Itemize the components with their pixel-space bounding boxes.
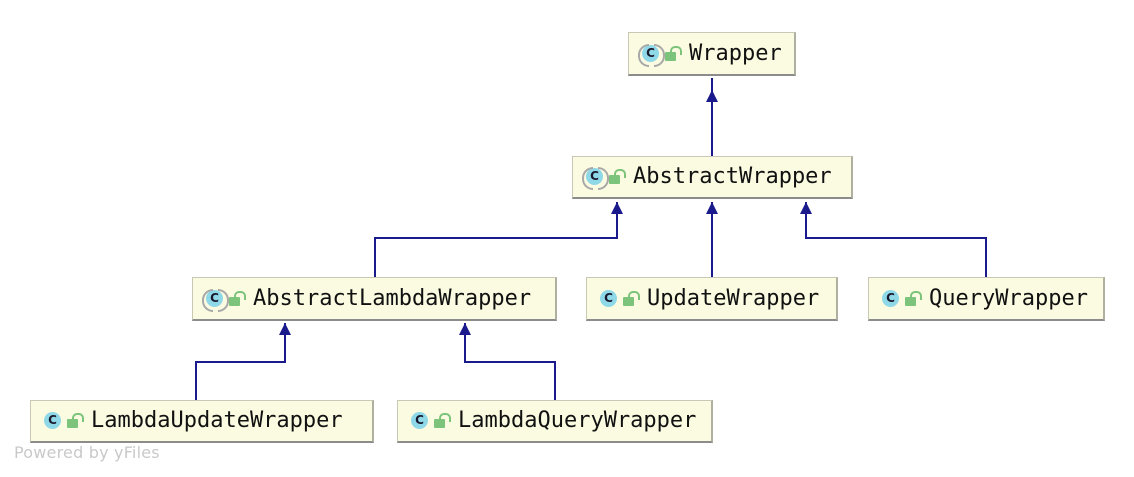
class-icon-letter: C [646, 45, 655, 60]
class-node-lambda-update-wrapper[interactable]: C LambdaUpdateWrapper [30, 400, 374, 443]
edge-abstract-wrapper-to-wrapper [706, 78, 718, 156]
abstract-class-c-icon: C [582, 167, 609, 190]
edge-abstract-lambda-wrapper-to-abstract-wrapper [374, 202, 623, 277]
class-c-icon: C [597, 289, 617, 309]
edge-lambda-update-wrapper-to-abstract-lambda-wrapper [195, 323, 291, 400]
class-name-label: Wrapper [689, 40, 782, 66]
unlocked-padlock-icon [433, 412, 451, 430]
class-icon-letter: C [48, 413, 57, 427]
class-icon-letter: C [886, 290, 895, 305]
class-name-label: UpdateWrapper [647, 285, 820, 311]
yfiles-watermark: Powered by yFiles [14, 443, 160, 462]
edge-lambda-query-wrapper-to-abstract-lambda-wrapper [459, 323, 556, 400]
unlocked-padlock-icon [664, 45, 682, 63]
unlocked-padlock-icon [622, 290, 640, 308]
unlocked-padlock-icon [66, 412, 84, 430]
class-node-lambda-query-wrapper[interactable]: C LambdaQueryWrapper [397, 400, 713, 443]
unlocked-padlock-icon [608, 168, 626, 186]
unlocked-padlock-icon [228, 290, 246, 308]
class-name-label: AbstractWrapper [633, 164, 832, 189]
class-icon-letter: C [210, 290, 219, 305]
class-c-icon: C [408, 411, 428, 431]
class-icon-letter: C [415, 413, 424, 427]
unlocked-padlock-icon [904, 290, 922, 308]
class-node-update-wrapper[interactable]: C UpdateWrapper [586, 277, 838, 321]
class-node-query-wrapper[interactable]: C QueryWrapper [868, 277, 1105, 321]
class-icon-letter: C [590, 169, 599, 183]
edge-query-wrapper-to-abstract-wrapper [800, 202, 987, 277]
class-node-abstract-lambda-wrapper[interactable]: C AbstractLambdaWrapper [192, 277, 557, 321]
class-node-abstract-wrapper[interactable]: C AbstractWrapper [572, 156, 853, 199]
abstract-class-c-icon: C [638, 43, 665, 67]
class-name-label: LambdaUpdateWrapper [91, 408, 343, 433]
class-name-label: LambdaQueryWrapper [458, 408, 697, 433]
abstract-class-c-icon: C [202, 288, 229, 312]
class-icon-letter: C [604, 290, 613, 305]
class-c-icon: C [879, 289, 899, 309]
class-name-label: AbstractLambdaWrapper [253, 285, 532, 311]
edge-update-wrapper-to-abstract-wrapper [706, 202, 718, 277]
class-c-icon: C [41, 411, 61, 431]
class-node-wrapper[interactable]: C Wrapper [628, 32, 796, 76]
class-name-label: QueryWrapper [929, 285, 1088, 311]
